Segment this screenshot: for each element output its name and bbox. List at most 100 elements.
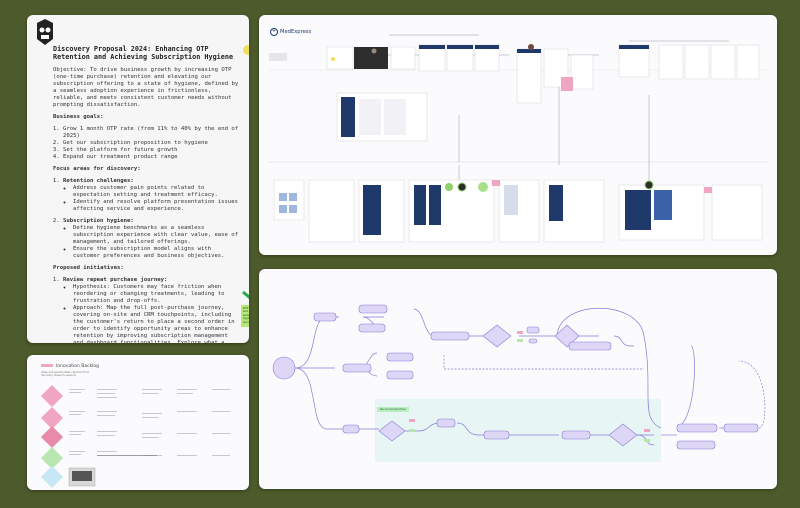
- screen-card: [516, 48, 542, 104]
- screen-header: [517, 49, 541, 53]
- flow-node: [528, 338, 538, 344]
- cursor-indicator-icon: [243, 45, 249, 55]
- text-line: [142, 417, 158, 418]
- flow-line: [294, 316, 339, 369]
- text-line: [97, 431, 117, 432]
- flow-node: [342, 363, 372, 373]
- flow-node: [526, 326, 540, 334]
- idea-diamond: [41, 447, 63, 469]
- text-line: [97, 451, 117, 452]
- status-badge: [644, 429, 650, 432]
- flow-node: [386, 352, 414, 362]
- flow-canvas: [272, 304, 766, 462]
- text-line: [142, 433, 162, 434]
- list-item: Set the platform for future growth: [63, 147, 241, 154]
- thumbnail-image: [72, 471, 92, 481]
- text-line: [212, 455, 230, 456]
- text-line: [97, 397, 117, 398]
- screen-header: [341, 97, 355, 137]
- text-line: [97, 411, 117, 412]
- text-line: [142, 413, 162, 414]
- screen-card: [384, 99, 406, 135]
- list-item: Review repeat purchase journey: Hypothes…: [63, 277, 241, 343]
- screen-thumb: [279, 193, 287, 201]
- medexpress-logo: +MedExpress: [270, 28, 311, 36]
- status-badge: [644, 439, 650, 442]
- text-line: [69, 454, 81, 455]
- flow-diagram-board[interactable]: Recommended flow: [259, 269, 777, 489]
- text-line: [69, 434, 81, 435]
- flow-decision: [554, 324, 580, 348]
- screen-header: [429, 185, 441, 225]
- flow-nodes: [272, 304, 759, 450]
- list-item: Address customer pain points related to …: [73, 185, 241, 199]
- screen-header: [619, 45, 649, 49]
- idea-diamond: [41, 385, 63, 407]
- innovation-backlog-board[interactable]: Innovation Backlog Ideas and opportuniti…: [27, 355, 249, 490]
- journey-markers: [331, 44, 654, 192]
- flow-node: [386, 370, 414, 380]
- checkmark-icon: [242, 290, 249, 299]
- company-logo-icon: [37, 19, 53, 45]
- screen-header: [625, 190, 651, 230]
- journey-canvas: [269, 34, 769, 243]
- text-line: [69, 411, 85, 412]
- screen-card: [711, 184, 763, 241]
- text-line: [212, 433, 230, 434]
- text-line: [212, 411, 230, 412]
- status-marker: [644, 180, 654, 190]
- text-line: [177, 393, 193, 394]
- backlog-canvas: [41, 385, 230, 488]
- document-title: Discovery Proposal 2024: Enhancing OTP R…: [53, 45, 234, 61]
- list-item: Subscription hygiene: Define hygiene ben…: [63, 218, 241, 260]
- list-item: Grow 1 month OTP rate (from 11% to 40% b…: [63, 126, 241, 140]
- flow-node: [568, 341, 612, 351]
- flow-line: [676, 345, 695, 429]
- status-badge: [409, 429, 415, 432]
- screen-card: [684, 44, 710, 80]
- flow-node: [430, 331, 470, 341]
- focus-heading: Focus areas for discovery:: [53, 166, 141, 172]
- text-line: [97, 415, 115, 416]
- backlog-title: Innovation Backlog: [41, 364, 99, 369]
- screen-header: [549, 185, 563, 221]
- document-objective: Objective: To drive business growth by i…: [53, 67, 239, 108]
- backlog-diamonds: [41, 385, 63, 488]
- idea-diamond: [41, 426, 63, 448]
- business-goals-heading: Business goals:: [53, 114, 104, 120]
- list-item: Identify and resolve platform presentati…: [73, 199, 241, 213]
- screen-card: [570, 54, 594, 90]
- proposal-document-board[interactable]: Discovery Proposal 2024: Enhancing OTP R…: [27, 15, 249, 343]
- text-line: [177, 411, 197, 412]
- screen-card: [504, 185, 518, 215]
- highlight-block: [704, 187, 712, 193]
- flow-node: [358, 304, 388, 314]
- flow-line: [413, 308, 435, 337]
- plus-icon: +: [270, 28, 278, 36]
- list-item: Hypothesis: Customers may face friction …: [73, 284, 241, 305]
- flow-node: [358, 323, 386, 333]
- flow-line: [294, 367, 343, 430]
- flow-line: [456, 422, 484, 436]
- journey-map-board[interactable]: +MedExpress: [259, 15, 777, 255]
- sticky-note[interactable]: OTP retention and subscription hygiene j…: [241, 305, 249, 327]
- status-marker: [445, 183, 453, 191]
- flow-group-label: Recommended flow: [377, 407, 409, 412]
- flow-line: [556, 308, 662, 429]
- initiatives-list: Review repeat purchase journey: Hypothes…: [53, 277, 241, 343]
- highlight-block: [561, 77, 573, 91]
- list-item: Ensure the subscription model aligns wit…: [73, 246, 241, 260]
- text-line: [177, 389, 197, 390]
- flow-node: [436, 418, 456, 428]
- text-line: [142, 389, 162, 390]
- screen-card: [618, 44, 650, 78]
- flow-node: [342, 424, 360, 434]
- screen-card: [326, 46, 354, 70]
- document-content: Discovery Proposal 2024: Enhancing OTP R…: [53, 45, 241, 343]
- flow-start-node: [272, 356, 296, 380]
- flow-line: [443, 355, 644, 370]
- flow-node: [313, 312, 337, 322]
- status-marker: [457, 182, 467, 192]
- flow-decision: [482, 324, 512, 348]
- focus-item-title: Retention challenges:: [63, 178, 134, 184]
